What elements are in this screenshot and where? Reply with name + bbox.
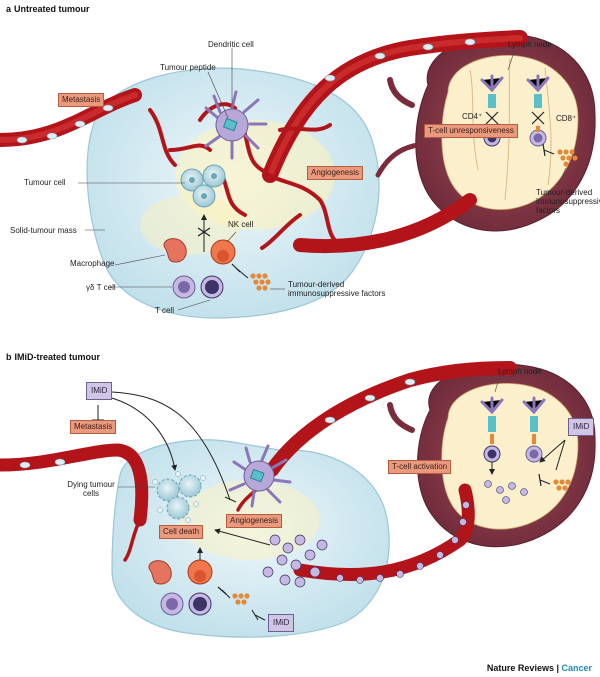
panel-b-title: IMiD-treated tumour	[14, 352, 101, 362]
t-cell-label: T cell	[155, 306, 174, 315]
metastasis-box-b: Metastasis	[70, 420, 117, 434]
dendritic-cell-a	[204, 90, 268, 160]
journal-section: Cancer	[561, 663, 592, 673]
lymph-node-label-a: Lymph node	[508, 40, 552, 49]
tumour-derived-factors-label: Tumour-derived immunosuppressive factors	[288, 280, 386, 298]
panel-a-letter: a	[6, 4, 12, 14]
immune-cells-b	[148, 559, 213, 616]
infiltrating-t-cells-b	[262, 534, 328, 588]
panel-a-art	[0, 30, 596, 319]
lymph-node-cells-a	[480, 74, 578, 167]
nk-cell-label: NK cell	[228, 220, 254, 229]
panel-b-art	[0, 361, 596, 638]
tumour-peptide-label: Tumour peptide	[160, 63, 216, 72]
t-cell-unresponsiveness-box: T-cell unresponsiveness	[424, 124, 518, 138]
dendritic-cell-label: Dendritic cell	[208, 40, 254, 49]
panel-a-title: Untreated tumour	[14, 4, 90, 14]
credit-separator: |	[553, 663, 562, 673]
dying-tumour-cells-label: Dying tumour cells	[67, 480, 115, 498]
imid-box-bottom: IMiD	[268, 614, 295, 632]
cd4-label: CD4⁺	[462, 112, 483, 121]
solid-tumour-mass-label: Solid-tumour mass	[10, 226, 77, 235]
imid-box-left: IMiD	[86, 382, 113, 400]
angiogenesis-box-a: Angiogenesis	[307, 166, 364, 180]
gd-t-cell-label: γδ T cell	[86, 283, 116, 292]
tumour-cells-a	[180, 164, 226, 208]
panel-b-letter: b	[6, 352, 12, 362]
angiogenesis-box-b: Angiogenesis	[226, 514, 283, 528]
macrophage-label: Macrophage	[70, 259, 115, 268]
t-cell-activation-box: T-cell activation	[388, 460, 452, 474]
journal-credit: Nature Reviews | Cancer	[487, 663, 592, 673]
cd8-label: CD8⁺	[556, 114, 577, 123]
immune-cells-a	[163, 238, 236, 299]
dying-tumour-cells-b	[152, 471, 206, 523]
lymph-node-label-b: Lymph node	[498, 367, 542, 376]
dendritic-cell-b	[228, 444, 292, 508]
metastasis-box-a: Metastasis	[58, 93, 105, 107]
tumour-cell-label: Tumour cell	[24, 178, 66, 187]
lymph-node-cells-b	[480, 396, 571, 504]
imid-box-right: IMiD	[568, 418, 595, 436]
cell-death-box: Cell death	[159, 525, 204, 539]
journal-name: Nature Reviews	[486, 663, 554, 673]
ln-factors-label-a: Tumour-derived immunosuppressive factors	[536, 188, 600, 215]
